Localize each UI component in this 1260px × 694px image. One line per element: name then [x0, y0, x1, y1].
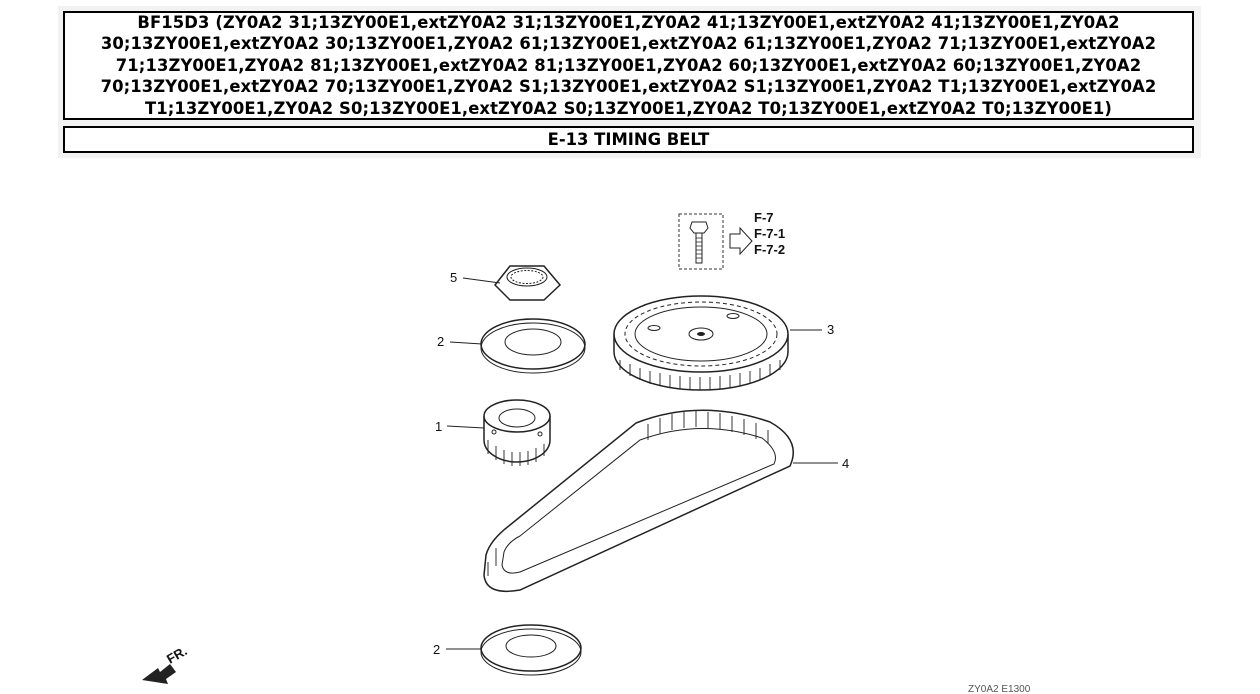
label-1: 1 [435, 419, 442, 434]
bolt-reference[interactable]: F-7 F-7-1 F-7-2 [678, 210, 785, 270]
diagram-code: ZY0A2 E1300 [968, 684, 1031, 694]
front-arrow-icon: FR. [142, 643, 190, 684]
model-title: BF15D3 (ZY0A2 31;13ZY00E1,extZY0A2 31;13… [100, 12, 1157, 118]
part-1-pulley[interactable]: 1 [435, 399, 551, 466]
ref-f7-2[interactable]: F-7-2 [754, 242, 785, 257]
part-2-washer-bottom[interactable]: 2 [433, 624, 582, 676]
section-title: E-13 TIMING BELT [547, 130, 710, 149]
front-label: FR. [164, 643, 190, 666]
label-3: 3 [827, 322, 834, 337]
label-5: 5 [450, 270, 457, 285]
section-title-box: E-13 TIMING BELT [63, 126, 1194, 153]
model-title-box: BF15D3 (ZY0A2 31;13ZY00E1,extZY0A2 31;13… [63, 11, 1194, 120]
part-2-washer-top[interactable]: 2 [437, 318, 586, 374]
part-4-timing-belt[interactable]: 4 [483, 409, 849, 593]
label-2-bottom: 2 [433, 642, 440, 657]
part-5-nut[interactable]: 5 [450, 265, 562, 301]
ref-f7[interactable]: F-7 [754, 210, 774, 225]
label-2-top: 2 [437, 334, 444, 349]
label-4: 4 [842, 456, 849, 471]
ref-f7-1[interactable]: F-7-1 [754, 226, 785, 241]
part-3-pulley[interactable]: 3 [613, 295, 834, 391]
